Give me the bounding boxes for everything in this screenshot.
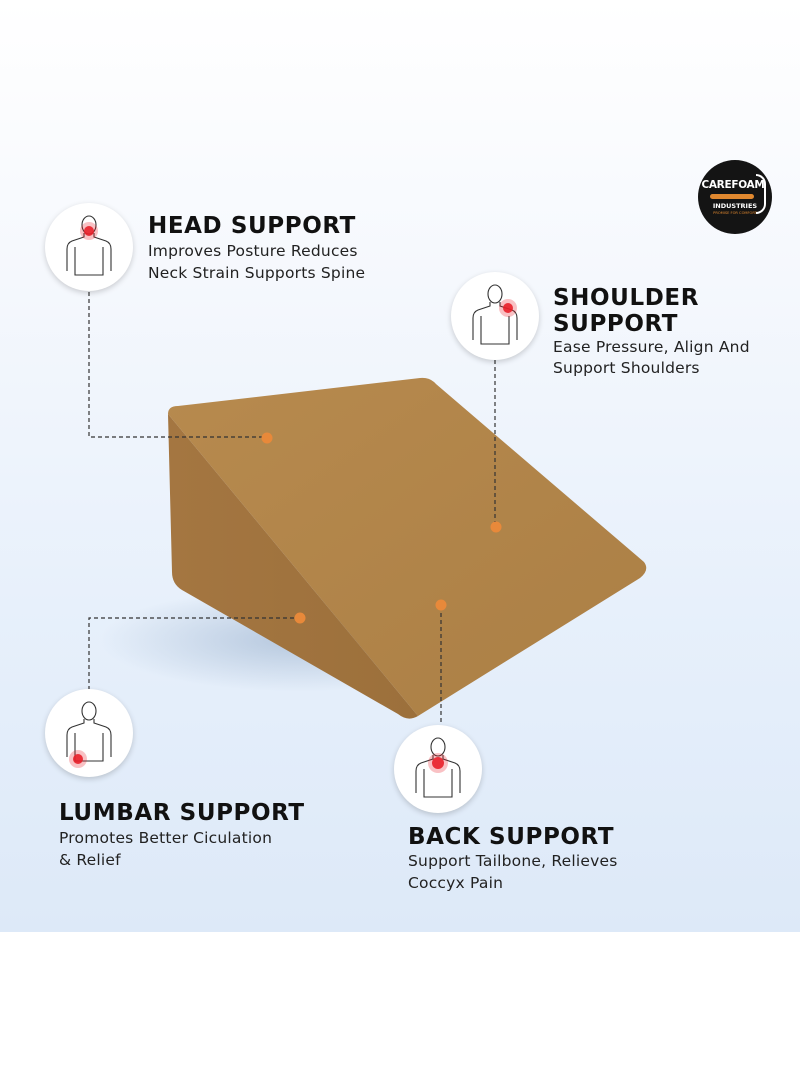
- back-support-desc-line2: Coccyx Pain: [408, 874, 504, 892]
- person-back-back-highlight-icon: [394, 725, 482, 813]
- product-panel: HEAD SUPPORT Improves Posture Reduces Ne…: [0, 0, 800, 932]
- head-support-title: HEAD SUPPORT: [148, 213, 356, 239]
- lumbar-marker: [294, 612, 306, 624]
- wedge-top-face: [168, 377, 647, 716]
- lumbar-leader-line: [88, 617, 300, 690]
- shoulder-support-desc-line2: Support Shoulders: [553, 359, 700, 377]
- shoulder-marker: [490, 521, 502, 533]
- wedge-front-face: [168, 414, 418, 719]
- shoulder-support-title-line1: SHOULDER: [553, 285, 700, 311]
- shoulder-support-title-line2: SUPPORT: [553, 311, 679, 337]
- carefoam-logo: CAREFOAM INDUSTRIES PROMISE FOR COMFORT: [698, 160, 772, 234]
- head-marker: [261, 432, 273, 444]
- lumbar-support-desc-line2: & Relief: [59, 851, 121, 869]
- logo-brand-sub: INDUSTRIES: [712, 202, 758, 210]
- back-support-desc-line1: Support Tailbone, Relieves: [408, 852, 618, 870]
- back-support-title: BACK SUPPORT: [408, 824, 615, 850]
- lumbar-support-desc-line1: Promotes Better Ciculation: [59, 829, 273, 847]
- person-back-head-highlight-icon: [45, 203, 133, 291]
- back-marker: [435, 599, 447, 611]
- wedge-pillow-illustration: [88, 292, 647, 725]
- logo-accent-bar: [710, 194, 754, 199]
- person-back-shoulder-highlight-icon: [451, 272, 539, 360]
- person-back-lumbar-highlight-icon: [45, 689, 133, 777]
- shoulder-support-desc-line1: Ease Pressure, Align And: [553, 338, 750, 356]
- head-support-desc-line1: Improves Posture Reduces: [148, 242, 358, 260]
- logo-brand-name: CAREFOAM: [701, 179, 765, 191]
- lumbar-support-title: LUMBAR SUPPORT: [59, 800, 305, 826]
- head-support-desc-line2: Neck Strain Supports Spine: [148, 264, 366, 282]
- logo-tagline: PROMISE FOR COMFORT: [713, 211, 757, 215]
